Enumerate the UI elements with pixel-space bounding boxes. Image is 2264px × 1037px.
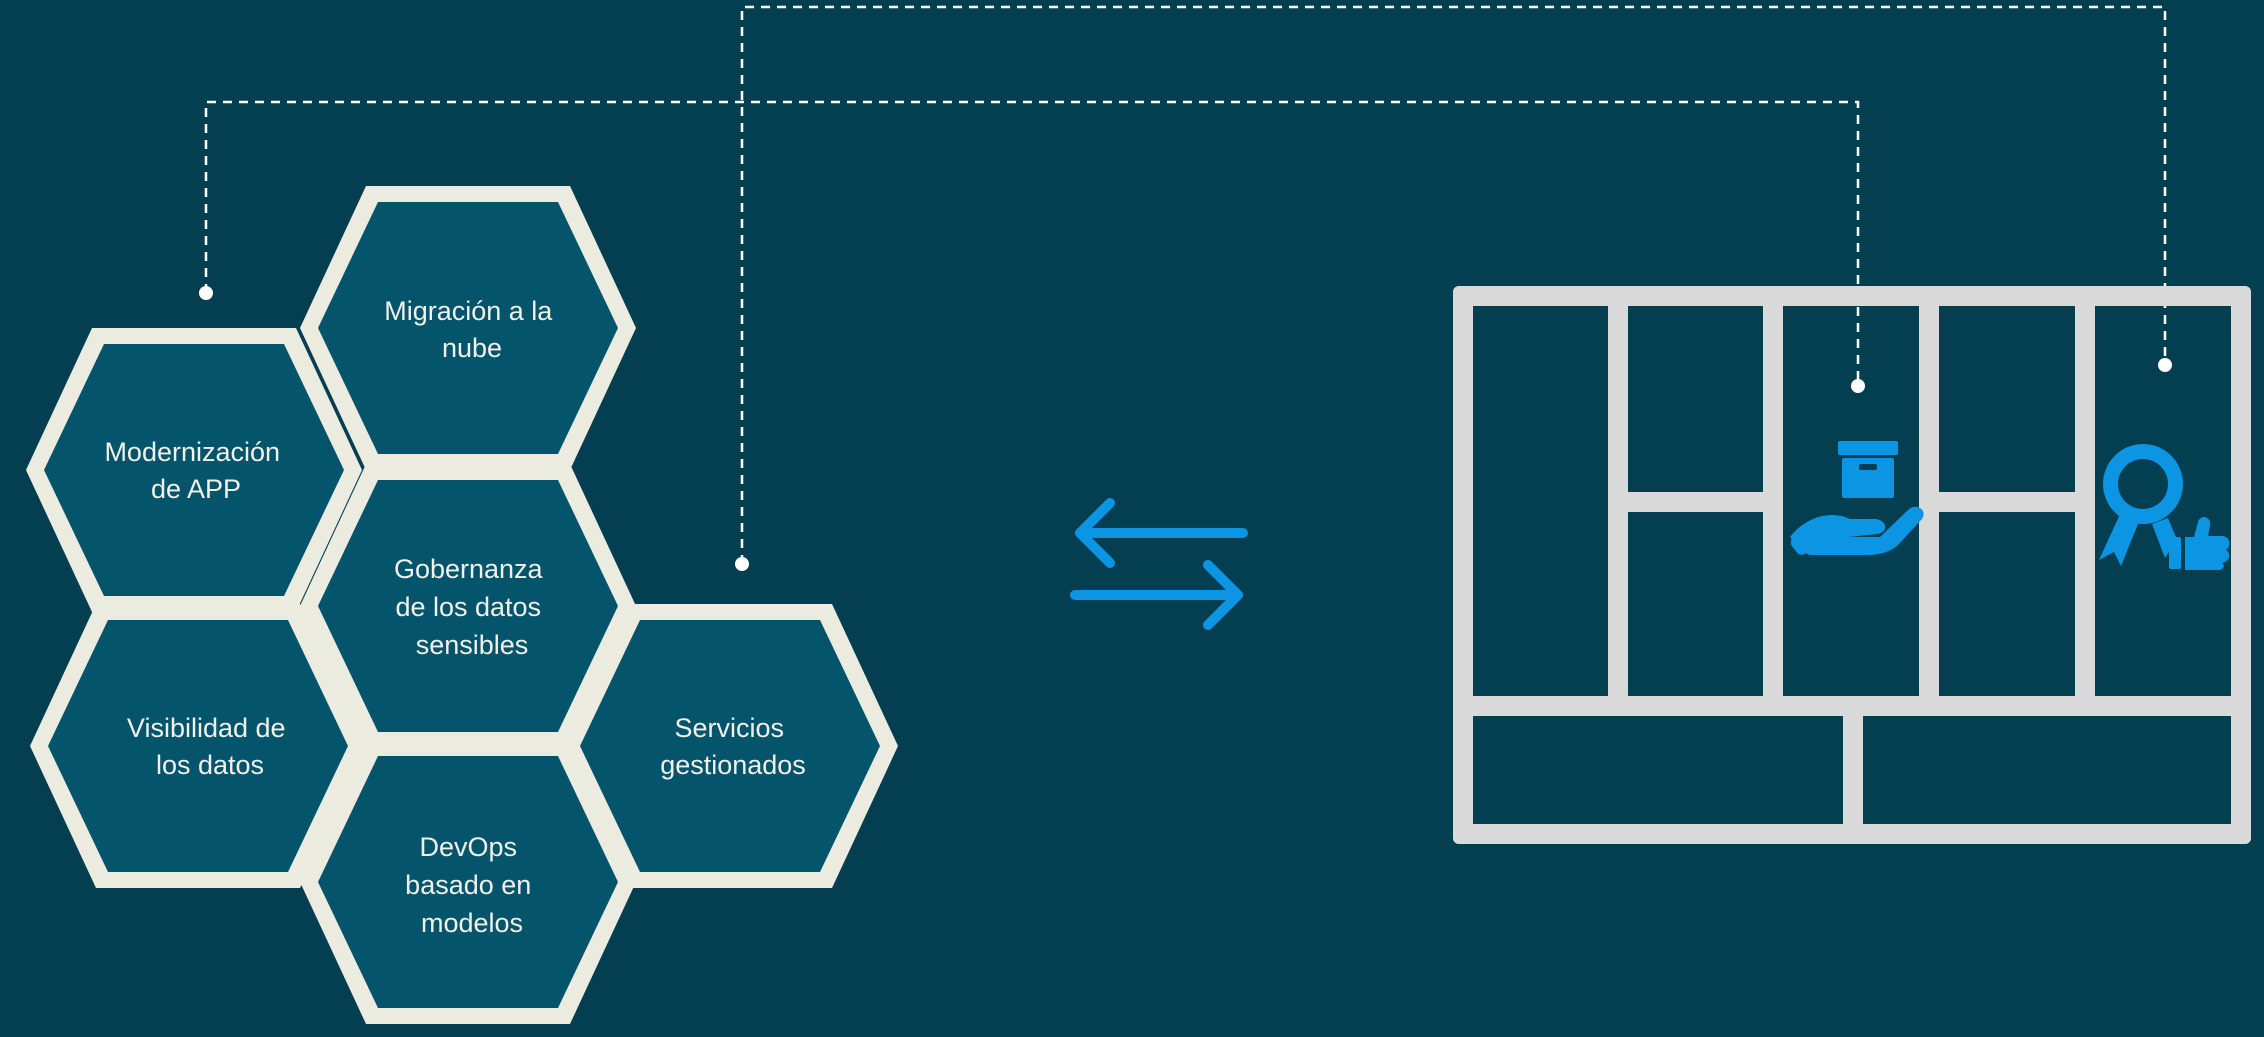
shelf-frame-left (1453, 286, 1473, 844)
hex-gobernanza-fill (318, 480, 618, 732)
hex-servicios: Servicios gestionados (562, 604, 898, 888)
hex-devops-fill (318, 756, 618, 1008)
hand-holding-box-icon (1790, 441, 1924, 555)
connector-dot-servicios (735, 557, 749, 571)
hex-visibilidad: Visibilidad de los datos (30, 604, 366, 888)
hex-modernizacion-line-2: de APP (151, 474, 241, 504)
award-ribbon-thumbs-up-icon (2099, 444, 2230, 570)
svg-text:Servicios gestionados: Servicios gestionados (660, 713, 806, 780)
exchange-arrows-icon (1070, 498, 1248, 630)
hex-devops-line-2: basado en (405, 870, 531, 900)
shelf-frame-top (1453, 286, 2251, 306)
hex-servicios-line-2: gestionados (660, 750, 806, 780)
svg-text:DevOps basado en: DevOps basado en modelos (405, 832, 539, 938)
connectors (204, 5, 2167, 564)
shelf-divider-bottom (1843, 706, 1863, 834)
hex-visibilidad-line-1: Visibilidad de (127, 713, 286, 743)
shelf-board-right (1929, 492, 2085, 512)
hex-devops-line-1: DevOps (419, 832, 517, 862)
hex-migracion-line-2: nube (442, 333, 502, 363)
connector-dot-delivery (1851, 379, 1865, 393)
svg-text:Modernización de APP: Modernización de APP (104, 437, 287, 504)
hex-servicios-line-1: Servicios (674, 713, 784, 743)
hex-gobernanza-line-1: Gobernanza (394, 554, 544, 584)
svg-text:Migración a la nube: Migración a la nube (384, 296, 560, 363)
hex-migracion: Migración a la nube (300, 186, 636, 470)
hex-visibilidad-line-2: los datos (156, 750, 264, 780)
shelf-structure (1453, 286, 2251, 844)
hex-servicios-fill (580, 620, 880, 872)
hex-devops-line-3: modelos (421, 908, 523, 938)
connector-dot-quality (2158, 358, 2172, 372)
hex-modernizacion-line-1: Modernización (104, 437, 280, 467)
hex-gobernanza-line-3: sensibles (416, 630, 529, 660)
hexagon-cluster: Modernización de APP Migración a la nube… (26, 186, 898, 1024)
hex-migracion-line-1: Migración a la (384, 296, 553, 326)
svg-text:Visibilidad de los dat: Visibilidad de los datos (127, 713, 293, 780)
hex-gobernanza-line-2: de los datos (395, 592, 541, 622)
shelf-board-left (1618, 492, 1773, 512)
connector-modernizacion-to-delivery (204, 100, 1860, 386)
shelf-frame-right (2231, 286, 2251, 844)
hex-modernizacion-fill (44, 344, 344, 596)
connector-servicios-to-quality (740, 5, 2167, 564)
hex-visibilidad-fill (48, 620, 348, 872)
hex-gobernanza: Gobernanza de los datos sensibles (300, 464, 636, 748)
hex-devops: DevOps basado en modelos (300, 740, 636, 1024)
svg-text:Gobernanza de los dato: Gobernanza de los datos sensibles (394, 554, 550, 660)
connector-dot-modernizacion (199, 286, 213, 300)
hex-migracion-fill (318, 202, 618, 454)
hex-modernizacion: Modernización de APP (26, 328, 362, 612)
connector-dots (199, 286, 2172, 571)
